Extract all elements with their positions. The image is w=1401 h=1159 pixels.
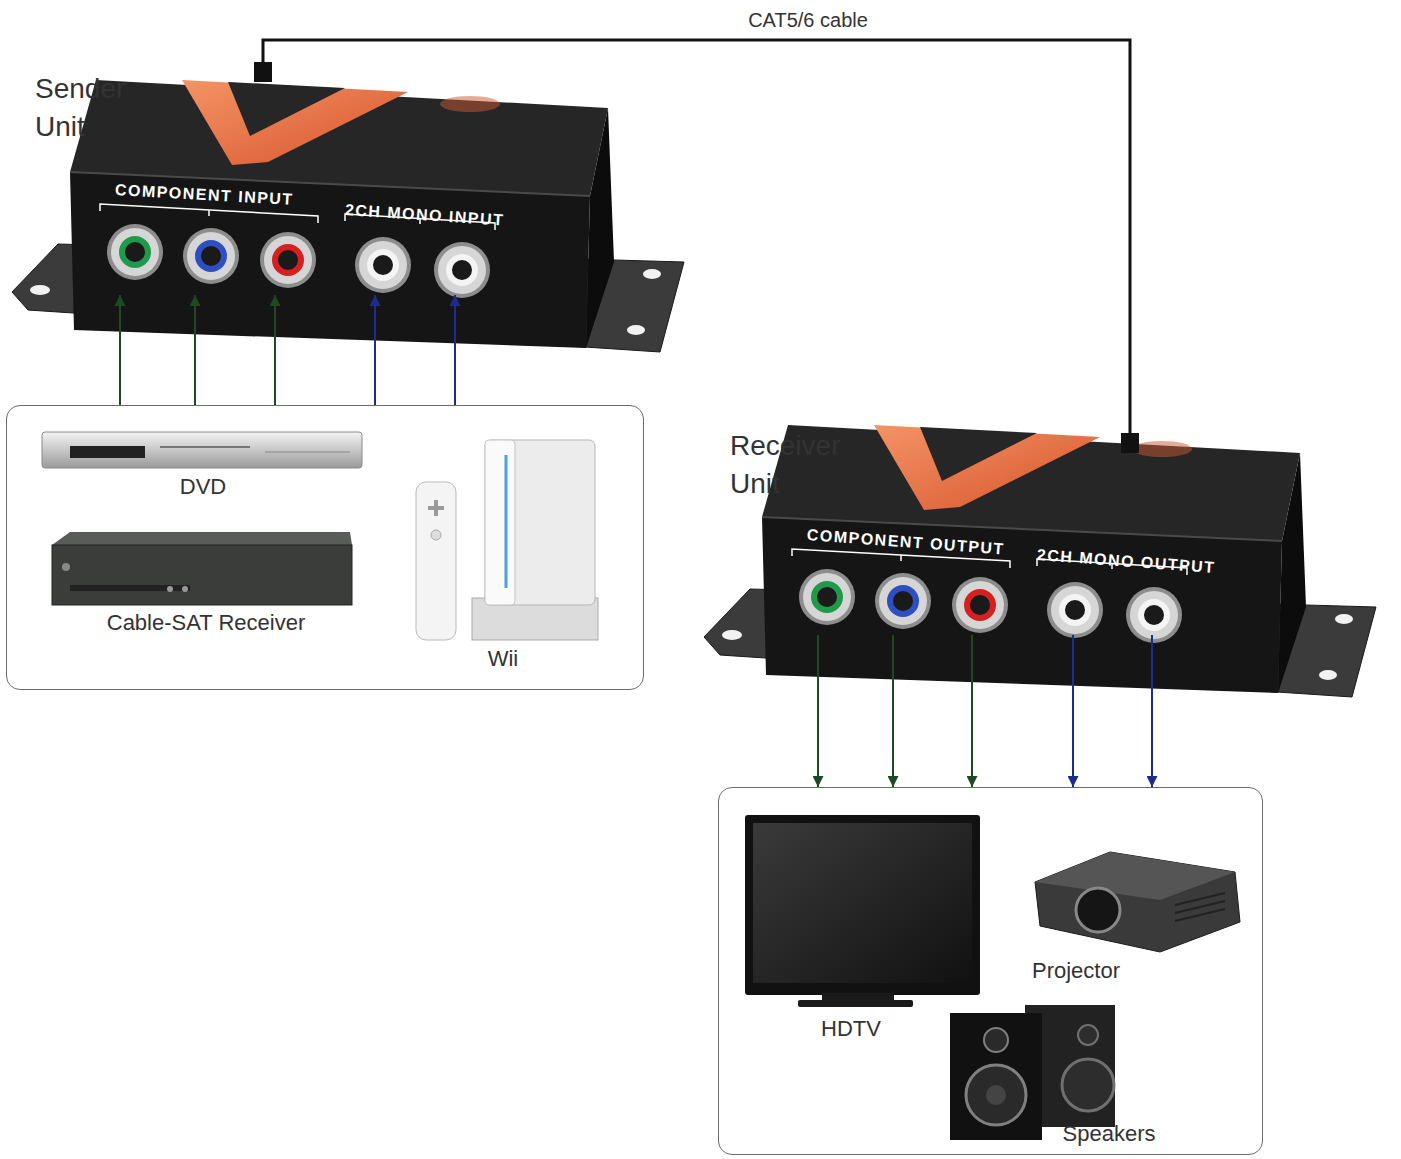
video-arrow bbox=[274, 295, 276, 405]
remote-button bbox=[431, 530, 441, 540]
tv-frame bbox=[745, 815, 980, 995]
device-label: HDTV bbox=[781, 1016, 921, 1042]
box-logo bbox=[62, 563, 70, 571]
speaker-woofer bbox=[1062, 1059, 1114, 1111]
audio-arrow bbox=[1151, 635, 1153, 787]
tv-screen bbox=[753, 823, 972, 983]
projector-lens bbox=[1076, 888, 1120, 932]
port-label: 2CH MONO INPUT bbox=[344, 200, 545, 232]
speaker-tweeter bbox=[984, 1028, 1008, 1052]
speaker-tweeter bbox=[1078, 1025, 1098, 1045]
cat-cable bbox=[263, 40, 1130, 435]
dvd-display bbox=[70, 446, 145, 458]
video-arrow bbox=[892, 635, 894, 787]
unit-heading: Receiver Unit bbox=[730, 427, 858, 503]
video-arrow bbox=[194, 295, 196, 405]
device-label: Cable-SAT Receiver bbox=[66, 610, 346, 636]
dvd-body bbox=[42, 432, 362, 468]
box-front bbox=[52, 545, 352, 605]
box-button bbox=[182, 586, 188, 592]
hdtv bbox=[745, 815, 980, 1007]
edge-label: CAT5/6 cable bbox=[688, 9, 928, 32]
projector-top bbox=[1035, 852, 1235, 900]
remote-dpad bbox=[428, 500, 444, 516]
source-group: DVD Cable-SAT ReceiverWii bbox=[6, 405, 644, 690]
audio-arrow bbox=[1072, 635, 1074, 787]
audio-arrow bbox=[454, 295, 456, 405]
speaker-cabinet bbox=[950, 1013, 1042, 1140]
wii-remote bbox=[416, 482, 456, 640]
unit-heading: Sender Unit bbox=[35, 70, 145, 146]
wii-console bbox=[416, 440, 598, 640]
wii-slot bbox=[505, 455, 508, 588]
tv-base bbox=[798, 1000, 913, 1007]
receiver-unit: Receiver UnitCOMPONENT OUTPUT2CH MONO OU… bbox=[705, 435, 1395, 635]
sender-unit: Sender UnitCOMPONENT INPUT2CH MONO INPUT bbox=[10, 70, 680, 295]
wii-body bbox=[485, 440, 595, 605]
display-group: HDTV ProjectorSpeakers bbox=[718, 787, 1263, 1155]
dvd-tray bbox=[160, 446, 250, 448]
video-arrow bbox=[119, 295, 121, 405]
device-label: Projector bbox=[986, 958, 1166, 984]
port-label: COMPONENT OUTPUT bbox=[806, 525, 1057, 562]
projector-vents bbox=[1175, 893, 1225, 921]
projector-body bbox=[1035, 852, 1240, 952]
sender-device bbox=[12, 80, 684, 352]
cable-plug bbox=[254, 62, 272, 82]
speaker-woofer bbox=[966, 1065, 1026, 1125]
box-top bbox=[52, 532, 352, 545]
device-label: Wii bbox=[453, 646, 553, 672]
port-label: COMPONENT INPUT bbox=[114, 180, 355, 212]
audio-arrow bbox=[374, 295, 376, 405]
port-label: 2CH MONO OUTPUT bbox=[1036, 545, 1257, 580]
device-label: Speakers bbox=[1019, 1121, 1199, 1147]
wii-front bbox=[485, 440, 515, 605]
dvd-trim bbox=[265, 452, 350, 453]
tv-neck bbox=[822, 993, 894, 1001]
dvd-player bbox=[42, 432, 362, 468]
box-button bbox=[167, 586, 173, 592]
speaker-cone bbox=[986, 1085, 1006, 1105]
projector bbox=[1035, 852, 1240, 952]
speakers bbox=[950, 1005, 1115, 1140]
box-slot bbox=[70, 585, 190, 591]
device-label: DVD bbox=[103, 474, 303, 500]
video-arrow bbox=[971, 635, 973, 787]
video-arrow bbox=[817, 635, 819, 787]
cable-plug bbox=[1121, 433, 1139, 453]
receiver-device bbox=[704, 425, 1376, 697]
cable-box bbox=[52, 532, 352, 605]
